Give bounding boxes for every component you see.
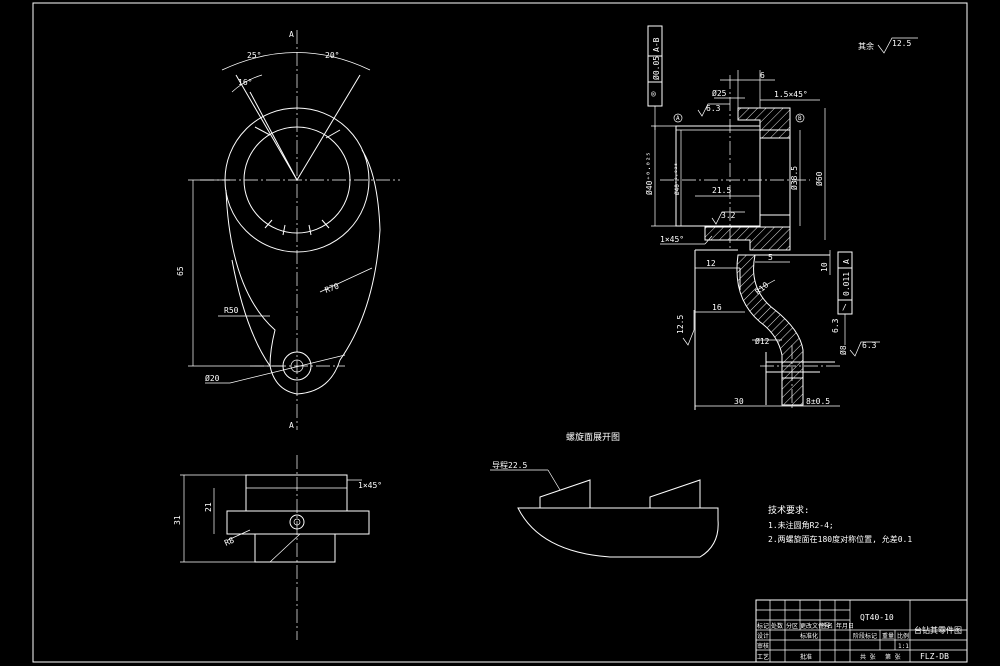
- roughness-c-label: 6.3: [831, 318, 840, 333]
- section-view: ◎ Ø0.05 A-B 其余 12.5: [644, 25, 918, 410]
- datum-a-label: A: [676, 115, 680, 122]
- dim-phi-mid-left: Ø40⁺⁰·⁰²⁵: [674, 162, 681, 195]
- dim-phi25-label: Ø25: [712, 88, 727, 98]
- title-row-change: 更改文件号: [800, 622, 830, 630]
- dim-31-label: 31: [173, 515, 182, 525]
- bottom-radius-label: R8: [223, 536, 236, 548]
- tol-frame-top-value: Ø0.05: [651, 56, 661, 80]
- dim-10-label: 10: [820, 262, 829, 272]
- title-row-approve: 批准: [800, 653, 812, 661]
- dim-16-label: 16: [712, 303, 722, 312]
- chamfer-label: 1.5×45°: [774, 90, 808, 99]
- notes-heading: 技术要求:: [768, 504, 809, 516]
- sheet-border: [32, 2, 968, 663]
- bottom-view: 31 21 1×45° R8: [173, 455, 382, 640]
- title-sheet-total: 共 张: [860, 653, 876, 661]
- title-row-design: 设计: [757, 632, 769, 640]
- dim-12-label: 12: [706, 259, 716, 268]
- dim-21-5-label: 21.5: [712, 186, 731, 195]
- chamfer-bottom-label: 1×45°: [660, 235, 684, 244]
- tol-frame-right-symbol: /: [842, 303, 847, 312]
- angle-small-label: 16°: [238, 78, 252, 87]
- dim-5-label: 5: [768, 253, 773, 262]
- note-2: 2.两螺旋面在180度对称位置, 允差0.1: [768, 534, 912, 544]
- dim-phi-mid-label: Ø38.5: [789, 166, 799, 190]
- angle-left-label: 25°: [247, 51, 261, 60]
- title-block: QT40-10 台钻其零件图 FLZ-DB 阶段标记 重量 比例 1:1 共 张…: [755, 599, 968, 663]
- dim-phi8-label: Ø8: [838, 345, 848, 355]
- technical-notes: 技术要求: 1.未注圆角R2-4; 2.两螺旋面在180度对称位置, 允差0.1: [768, 504, 912, 544]
- dim-6-label: 6: [760, 71, 765, 80]
- title-sheet-no: 第 张: [885, 653, 901, 661]
- dim-8-label: 8±0.5: [806, 397, 830, 406]
- angle-right-label: 20°: [325, 51, 339, 60]
- roughness-d-label: 6.3: [862, 341, 877, 350]
- top-view: A A 25° 20° 16° 65 R70: [176, 30, 400, 430]
- section-label-a-bottom: A: [289, 421, 294, 430]
- title-row-date: 年月日: [836, 622, 854, 630]
- title-col-weight: 重量: [882, 632, 894, 640]
- title-row-process: 工艺: [757, 653, 769, 661]
- dim-30-label: 30: [734, 397, 744, 406]
- dim-r10-label: R10: [754, 280, 771, 296]
- title-row-check: 审核: [757, 642, 769, 650]
- roughness-e-label: 12.5: [676, 315, 685, 334]
- title-col-scale: 比例: [897, 632, 909, 640]
- title-material: QT40-10: [860, 613, 894, 622]
- roughness-general-symbol: [877, 37, 918, 54]
- expanded-view-label: 导程22.5: [492, 461, 527, 470]
- title-row-standard: 标准化: [800, 632, 818, 640]
- dim-phi12-label: Ø12: [755, 336, 770, 346]
- roughness-general-value: 12.5: [892, 39, 911, 48]
- title-row-count: 处数: [771, 622, 783, 630]
- tol-frame-top-datum: A-B: [652, 37, 661, 52]
- title-row-mark: 标记: [757, 622, 769, 630]
- datum-b-label: B: [798, 115, 802, 122]
- tol-frame-right-value: 0.011: [842, 272, 851, 296]
- title-row-sign: 签名: [821, 622, 833, 630]
- title-col-stage: 阶段标记: [853, 632, 877, 640]
- tol-frame-top-symbol: ◎: [651, 89, 656, 98]
- dim-phi-right-label: Ø60: [814, 171, 824, 186]
- dim-phi-left-label: Ø40⁺⁰·⁰²⁵: [644, 152, 654, 195]
- note-1: 1.未注圆角R2-4;: [768, 520, 834, 530]
- title-drawing-no: FLZ-DB: [920, 652, 949, 661]
- section-label-a-top: A: [289, 30, 294, 39]
- radius-small-label: R50: [224, 306, 239, 315]
- expanded-view-title: 螺旋面展开图: [566, 431, 620, 443]
- roughness-a-label: 6.3: [706, 104, 721, 113]
- title-row-zone: 分区: [786, 622, 798, 630]
- dia-hole-label: Ø20: [205, 373, 220, 383]
- tol-frame-right-datum: A: [842, 259, 851, 264]
- roughness-general-label: 其余: [858, 41, 874, 51]
- title-part-name: 台钻其零件图: [914, 625, 962, 635]
- expanded-view: 螺旋面展开图 导程22.5: [490, 431, 719, 558]
- dim-height-label: 65: [176, 266, 185, 276]
- dim-21-label: 21: [204, 502, 213, 512]
- roughness-b-label: 3.2: [721, 211, 736, 220]
- title-scale: 1:1: [898, 643, 909, 650]
- bottom-chamfer-label: 1×45°: [358, 481, 382, 490]
